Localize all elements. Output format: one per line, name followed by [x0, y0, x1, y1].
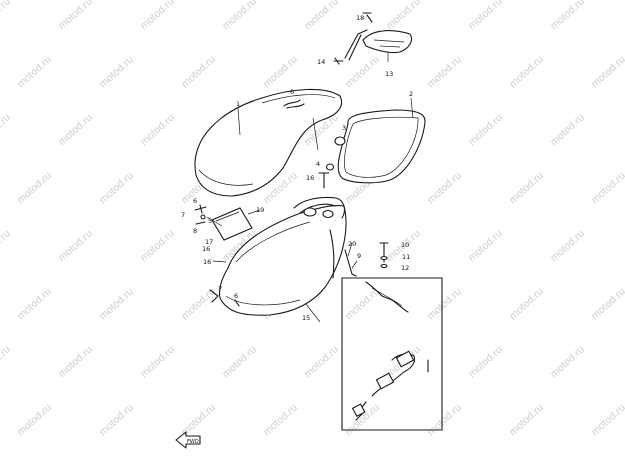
callout-16: 16 — [203, 258, 211, 266]
watermark-text: motod.ru — [589, 53, 625, 90]
watermark-text: motod.ru — [302, 0, 341, 32]
callout-11: 11 — [402, 253, 410, 261]
callout-17: 17 — [205, 238, 213, 246]
seat-seal-ring — [337, 109, 426, 184]
seat — [194, 88, 343, 197]
watermark-text: motod.ru — [97, 169, 136, 206]
front-direction-marker: FWD — [175, 431, 201, 449]
watermark-text: motod.ru — [220, 0, 259, 32]
callout-12: 12 — [401, 264, 409, 272]
callout-20: 20 — [348, 240, 356, 248]
callout-2: 2 — [409, 90, 413, 98]
callout-4: 4 — [316, 160, 320, 168]
callout-6-left: 6 — [193, 197, 197, 205]
hinge-bracket — [333, 12, 413, 65]
callout-13: 13 — [385, 70, 393, 78]
callout-18: 18 — [356, 14, 364, 22]
callout-10: 10 — [401, 241, 409, 249]
watermark-text: motod.ru — [261, 401, 300, 438]
watermark-text: motod.ru — [425, 401, 464, 438]
watermark-text: motod.ru — [138, 111, 177, 148]
watermark-text: motod.ru — [220, 343, 259, 380]
watermark-text: motod.ru — [589, 169, 625, 206]
watermark-text: motod.ru — [466, 111, 505, 148]
watermark-text: motod.ru — [343, 53, 382, 90]
callout-9: 9 — [357, 252, 361, 260]
watermark-text: motod.ru — [56, 343, 95, 380]
watermark-text: motod.ru — [466, 227, 505, 264]
watermark-text: motod.ru — [97, 285, 136, 322]
callout-3: 3 — [342, 124, 346, 132]
watermark-text: motod.ru — [384, 0, 423, 32]
watermark-text: motod.ru — [0, 343, 13, 380]
callout-7-box: 7 — [218, 285, 222, 293]
callout-19: 19 — [256, 206, 264, 214]
callout-16-lower: 16 — [202, 245, 210, 253]
watermark-text: motod.ru — [261, 53, 300, 90]
bolt-16-upper — [318, 172, 330, 189]
callout-6: 6 — [290, 88, 294, 96]
watermark-text: motod.ru — [97, 401, 136, 438]
watermark-text: motod.ru — [97, 53, 136, 90]
watermark-text: motod.ru — [138, 0, 177, 32]
watermark-text: motod.ru — [425, 285, 464, 322]
watermark-text: motod.ru — [138, 343, 177, 380]
watermark-text: motod.ru — [302, 343, 341, 380]
watermark-text: motod.ru — [507, 169, 546, 206]
watermark-text: motod.ru — [589, 401, 625, 438]
storage-box — [209, 196, 347, 316]
watermark-text: motod.ru — [56, 0, 95, 32]
watermark-text: motod.ru — [507, 401, 546, 438]
watermark-text: motod.ru — [466, 343, 505, 380]
watermark-text: motod.ru — [0, 111, 13, 148]
lid-plate — [211, 207, 253, 241]
callout-16-upper: 16 — [306, 174, 314, 182]
watermark-text: motod.ru — [507, 53, 546, 90]
fasteners-left — [194, 204, 207, 225]
cable-rod — [329, 229, 357, 279]
watermark-text: motod.ru — [548, 111, 587, 148]
watermark-text: motod.ru — [548, 227, 587, 264]
watermark-text: motod.ru — [56, 227, 95, 264]
watermark-text: motod.ru — [425, 169, 464, 206]
watermark-text: motod.ru — [15, 285, 54, 322]
watermark-text: motod.ru — [15, 169, 54, 206]
leader-lines — [206, 52, 414, 323]
watermark-text: motod.ru — [15, 53, 54, 90]
callout-8: 8 — [193, 227, 197, 235]
callout-1: 1 — [236, 100, 240, 108]
callout-14: 14 — [317, 58, 325, 66]
watermark-text: motod.ru — [56, 111, 95, 148]
callout-5: 5 — [208, 217, 212, 225]
watermark-text: motod.ru — [138, 227, 177, 264]
damper-4 — [325, 163, 335, 171]
watermark-text: motod.ru — [0, 0, 13, 32]
watermark-text: motod.ru — [0, 227, 13, 264]
watermark-text: motod.ru — [507, 285, 546, 322]
watermark-text: motod.ru — [548, 343, 587, 380]
watermark-text: motod.ru — [466, 0, 505, 32]
callout-7: 7 — [181, 211, 185, 219]
watermark-text: motod.ru — [179, 53, 218, 90]
callout-15: 15 — [302, 314, 310, 322]
lock-assembly-panel — [341, 277, 443, 431]
callout-labels: 1 2 3 4 5 6 7 8 9 10 11 12 13 14 15 16 1… — [181, 14, 413, 322]
watermark-text: motod.ru — [425, 53, 464, 90]
screw-set — [379, 242, 389, 269]
grommet-3 — [334, 136, 346, 146]
callout-6-box: 6 — [234, 292, 238, 300]
fwd-label: FWD — [187, 439, 199, 445]
watermark-text: motod.ru — [15, 401, 54, 438]
watermark-text: motod.ru — [589, 285, 625, 322]
watermark-text: motod.ru — [548, 0, 587, 32]
